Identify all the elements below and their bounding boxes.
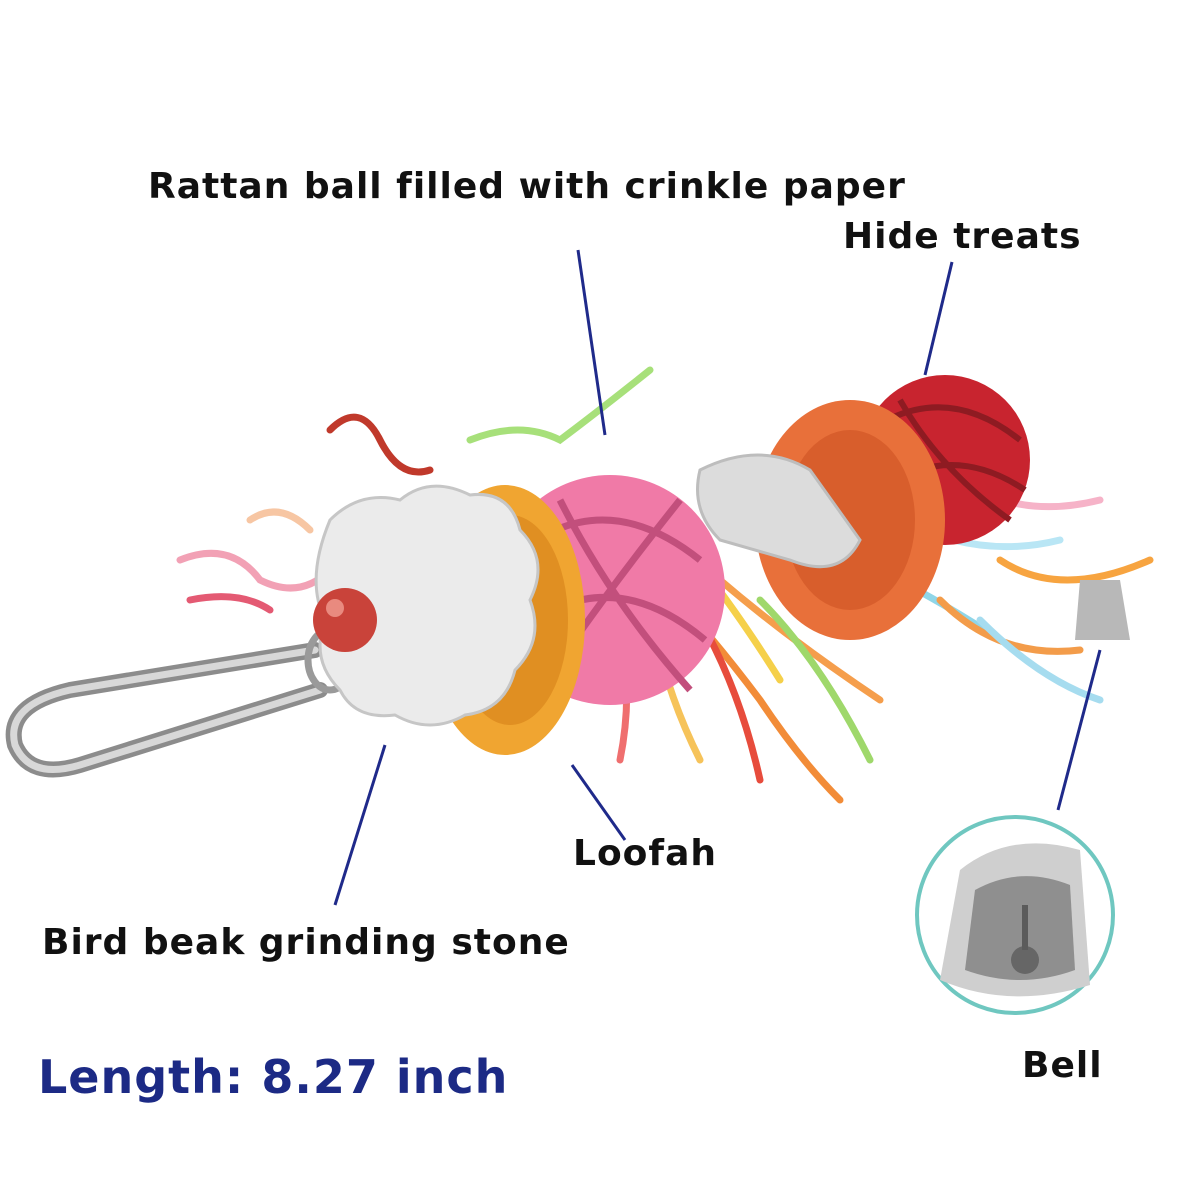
leader-line-loofah [570, 764, 627, 841]
red-bead [313, 588, 377, 652]
leader-line-rattan [576, 249, 607, 436]
label-loofah: Loofah [573, 833, 717, 874]
label-length: Length: 8.27 inch [38, 1050, 509, 1104]
pumice-stone-middle [696, 453, 862, 569]
label-bell: Bell [1022, 1045, 1103, 1086]
leader-line-bell [1056, 649, 1102, 811]
bell-closeup [915, 815, 1115, 1015]
snap-hook [5, 626, 356, 778]
small-bell [1075, 580, 1130, 640]
label-hide-treats: Hide treats [843, 216, 1082, 257]
label-grinding-stone: Bird beak grinding stone [42, 922, 570, 963]
leader-lines [333, 249, 1102, 906]
leader-line-stone [333, 744, 387, 906]
label-rattan-ball: Rattan ball filled with crinkle paper [148, 166, 906, 207]
leader-line-hide [923, 261, 954, 376]
grinding-stone [314, 484, 540, 727]
